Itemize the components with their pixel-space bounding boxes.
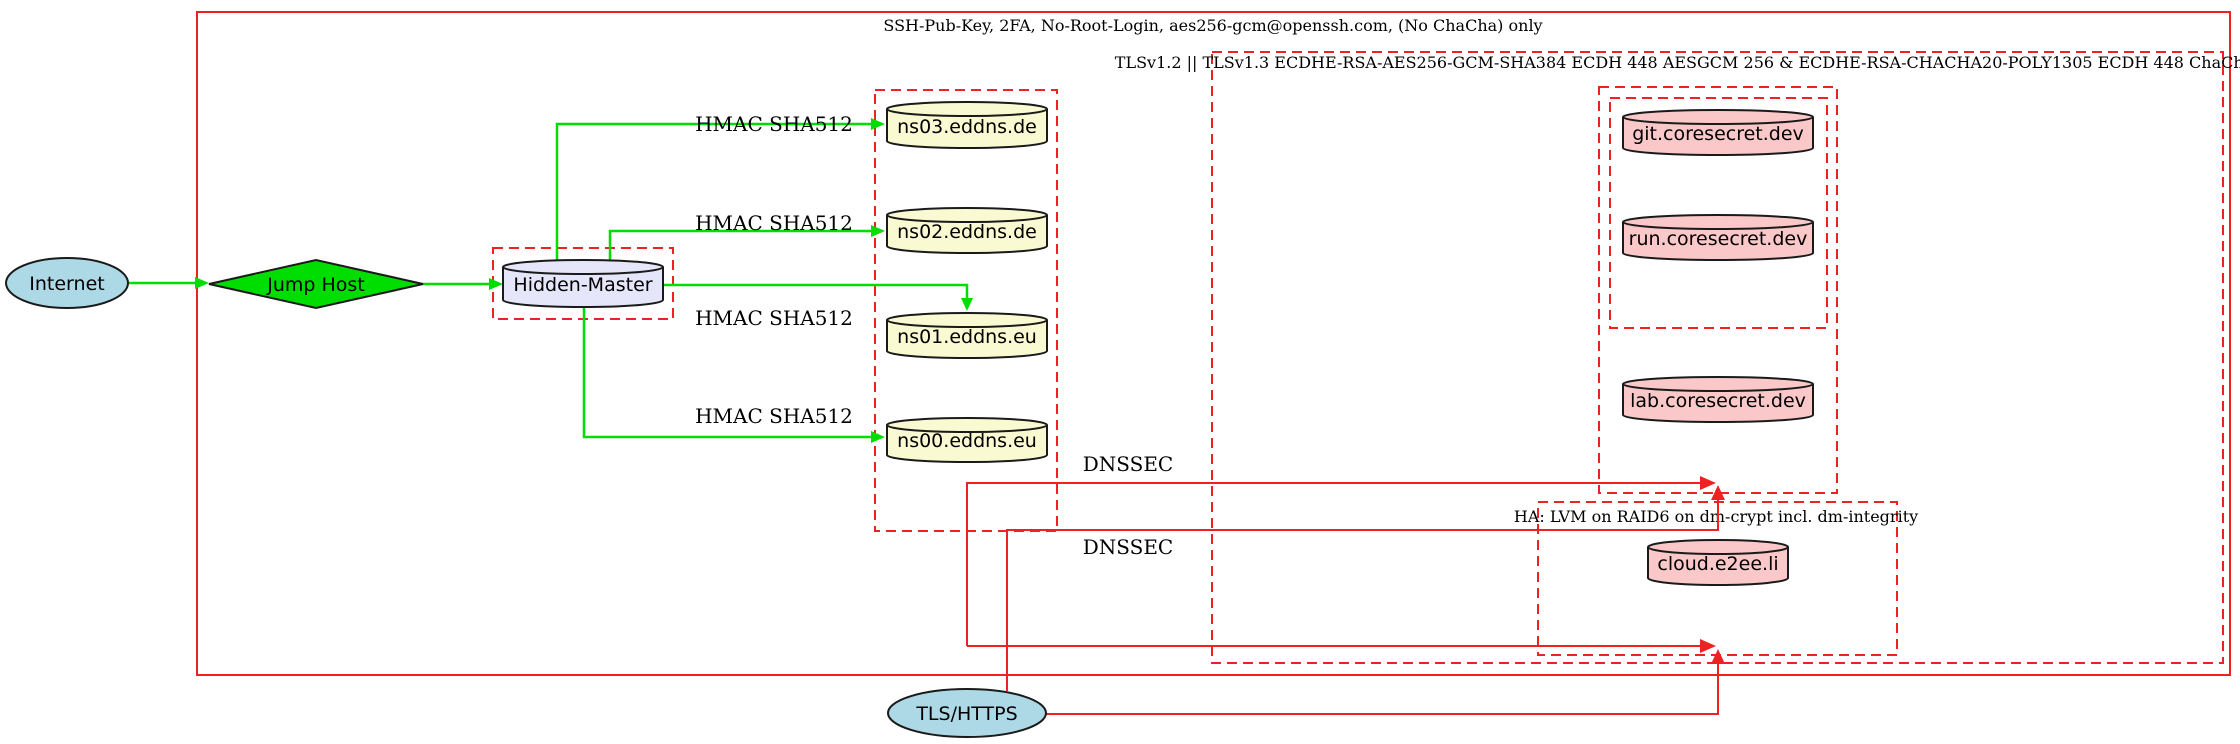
node-ns03: [886, 101, 1048, 149]
node-git-label: git.coresecret.dev: [1632, 123, 1804, 145]
node-hidden-master-label: Hidden-Master: [513, 274, 652, 296]
arrowhead-jumphost: [195, 277, 209, 289]
node-jump-host: [208, 258, 424, 310]
node-jump-host-label: Jump Host: [266, 274, 365, 296]
cluster-ssh-label: SSH-Pub-Key, 2FA, No-Root-Login, aes256-…: [883, 16, 1542, 35]
cluster-eddns-nameservers: [874, 89, 1058, 532]
node-ns01-rim: [886, 319, 1048, 328]
node-cloud-rim: [1647, 546, 1789, 555]
edge-master-ns01: [663, 283, 969, 298]
arrowhead-ns00: [871, 431, 885, 443]
edge-dnssec-upper: [966, 482, 1702, 646]
arrowhead-dnssec-upper: [1700, 476, 1716, 490]
node-tls-https-label: TLS/HTTPS: [915, 703, 1017, 725]
edge-master-ns03: [555, 122, 871, 260]
node-internet: [5, 257, 129, 309]
node-hidden-master-rim: [502, 266, 664, 275]
node-cloud-label: cloud.e2ee.li: [1657, 553, 1778, 575]
edge-label-dnssec-1: DNSSEC: [1083, 452, 1174, 476]
arrowhead-ns01: [961, 298, 973, 311]
edge-tlshttps-ha: [1045, 663, 1719, 715]
edge-label-hmac-ns01: HMAC SHA512: [695, 306, 853, 330]
node-run: [1622, 214, 1814, 261]
node-ns00-rim: [886, 424, 1048, 433]
edge-master-ns02: [608, 229, 871, 260]
node-ns02: [886, 207, 1048, 254]
node-ns01: [886, 312, 1048, 359]
node-ns03-label: ns03.eddns.de: [897, 116, 1037, 138]
node-ns02-label: ns02.eddns.de: [897, 221, 1037, 243]
cluster-ssh-hardening: [196, 11, 2231, 676]
edge-label-hmac-ns02: HMAC SHA512: [695, 211, 853, 235]
arrowhead-dnssec-lower: [1700, 639, 1716, 653]
node-ns02-rim: [886, 214, 1048, 223]
arrowhead-ns02: [871, 225, 885, 237]
edge-master-ns00: [582, 307, 871, 439]
node-internet-label: Internet: [29, 273, 104, 295]
node-cloud: [1647, 539, 1789, 586]
edge-label-dnssec-2: DNSSEC: [1083, 535, 1174, 559]
arrowhead-ha: [1711, 649, 1725, 664]
edge-label-hmac-ns03: HMAC SHA512: [695, 112, 853, 136]
edge-label-hmac-ns00: HMAC SHA512: [695, 404, 853, 428]
node-git-rim: [1622, 116, 1814, 125]
node-lab-rim: [1622, 383, 1814, 392]
arrowhead-hiddenmaster: [489, 278, 503, 290]
node-ns01-label: ns01.eddns.eu: [897, 326, 1037, 348]
cluster-tls-label: TLSv1.2 || TLSv1.3 ECDHE-RSA-AES256-GCM-…: [1115, 53, 2240, 72]
edge-tlshttps-coresecret: [1006, 499, 1719, 691]
node-ns00-label: ns00.eddns.eu: [897, 430, 1037, 452]
cluster-tls-ciphers: [1211, 51, 2224, 664]
cluster-coresecret-outer: [1598, 86, 1838, 494]
node-run-rim: [1622, 221, 1814, 230]
node-lab-label: lab.coresecret.dev: [1630, 390, 1806, 412]
node-run-label: run.coresecret.dev: [1629, 228, 1808, 250]
node-lab: [1622, 376, 1814, 423]
node-tls-https: [887, 688, 1047, 738]
arrowhead-ns03: [871, 118, 885, 130]
cluster-ha-label: HA: LVM on RAID6 on dm-crypt incl. dm-in…: [1514, 507, 1918, 526]
node-git: [1622, 109, 1814, 156]
node-hidden-master: [502, 259, 664, 308]
node-ns03-rim: [886, 108, 1048, 117]
node-ns00: [886, 417, 1048, 463]
arrowhead-coresecret: [1711, 485, 1725, 500]
